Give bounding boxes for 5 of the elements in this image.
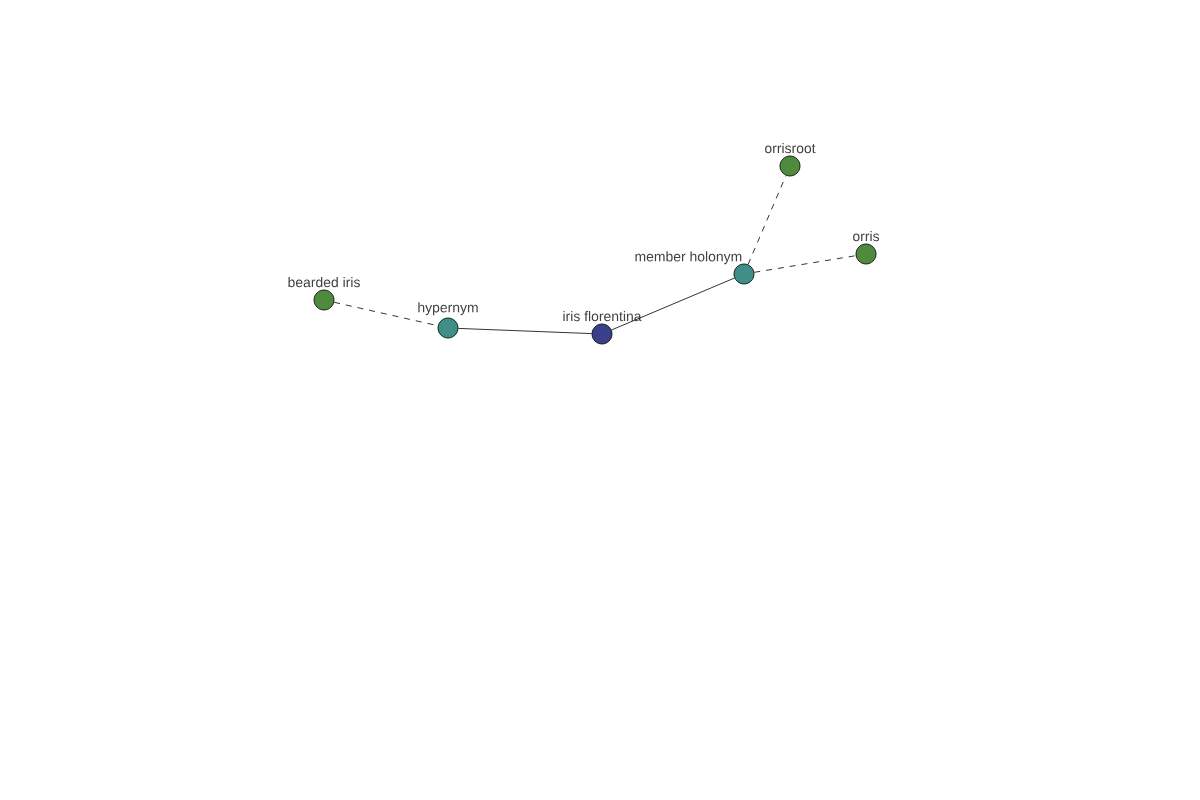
link-line [611, 277, 735, 331]
dashed-link [333, 301, 439, 327]
dashed-link [753, 255, 857, 273]
link-line [458, 328, 592, 334]
dashed-link [747, 175, 787, 265]
